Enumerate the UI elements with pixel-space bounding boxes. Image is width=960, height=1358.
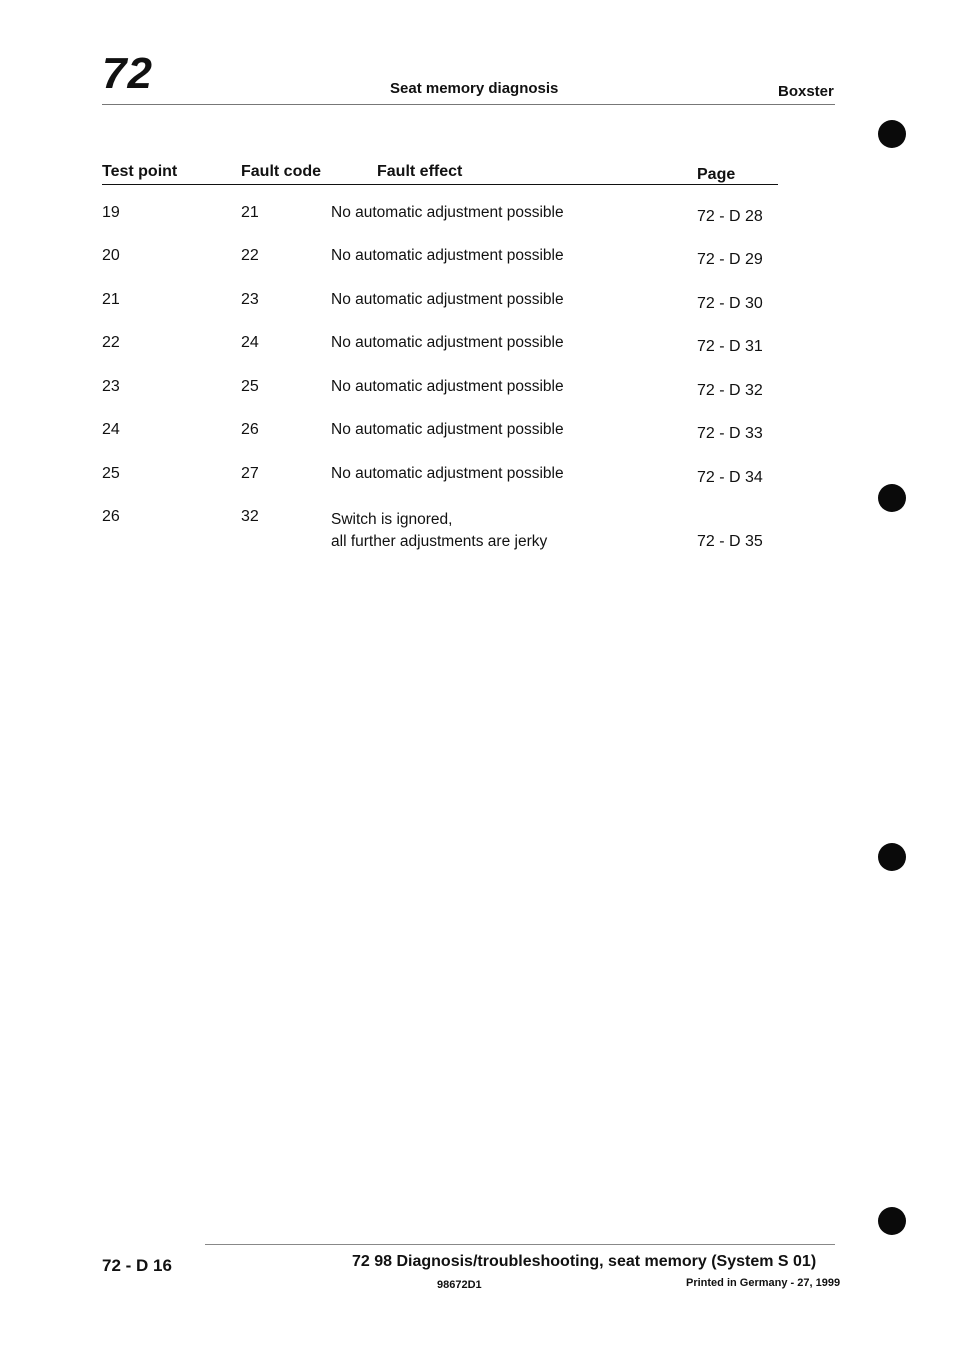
fault-code-cell: 26 [241,421,259,438]
test-point-cell: 23 [102,378,120,395]
fault-code-cell: 23 [241,291,259,308]
test-point-cell: 19 [102,204,120,221]
binding-hole-dot [878,1207,906,1235]
fault-code-cell: 27 [241,465,259,482]
fault-effect-line: Switch is ignored, [331,511,453,528]
header-rule [102,104,835,105]
footer-rule [205,1244,835,1245]
column-header-fault-code: Fault code [241,163,322,180]
page-ref-cell: 72 - D 28 [697,208,763,225]
fault-effect-cell: No automatic adjustment possible [331,334,564,351]
header-underline [102,184,778,185]
fault-code-cell: 21 [241,204,259,221]
page-title: Seat memory diagnosis [390,80,559,97]
fault-code-cell: 22 [241,247,259,264]
fault-effect-cell: No automatic adjustment possible [331,421,564,438]
test-point-cell: 20 [102,247,120,264]
page-ref-cell: 72 - D 33 [697,425,763,442]
fault-effect-cell: No automatic adjustment possible [331,247,564,264]
page-ref-cell: 72 - D 35 [697,533,763,550]
column-header-page: Page [697,166,736,183]
chapter-number: 72 [102,49,153,98]
binding-hole-dot [878,484,906,512]
test-point-cell: 26 [102,508,120,525]
page-ref-cell: 72 - D 34 [697,469,763,486]
test-point-cell: 21 [102,291,120,308]
column-header-fault-effect: Fault effect [377,163,463,180]
page-ref-cell: 72 - D 31 [697,338,763,355]
fault-effect-cell: No automatic adjustment possible [331,291,564,308]
fault-effect-cell: No automatic adjustment possible [331,378,564,395]
fault-effect-cell: Switch is ignored, all further adjustmen… [331,509,547,553]
fault-effect-cell: No automatic adjustment possible [331,465,564,482]
footer-doc-code: 98672D1 [437,1279,482,1291]
page-ref-cell: 72 - D 30 [697,295,763,312]
binding-hole-dot [878,843,906,871]
fault-code-cell: 32 [241,508,259,525]
fault-effect-cell: No automatic adjustment possible [331,204,564,221]
binding-hole-dot [878,120,906,148]
footer-title: 72 98 Diagnosis/troubleshooting, seat me… [352,1253,817,1270]
page-ref-cell: 72 - D 29 [697,251,763,268]
test-point-cell: 25 [102,465,120,482]
fault-effect-line: all further adjustments are jerky [331,533,548,550]
fault-code-cell: 25 [241,378,259,395]
page-ref-cell: 72 - D 32 [697,382,763,399]
footer-print-note: Printed in Germany - 27, 1999 [686,1277,841,1289]
test-point-cell: 24 [102,421,120,438]
model-name: Boxster [778,83,834,100]
test-point-cell: 22 [102,334,120,351]
footer-page-number: 72 - D 16 [102,1256,172,1275]
fault-code-cell: 24 [241,334,259,351]
column-header-test-point: Test point [102,163,178,180]
